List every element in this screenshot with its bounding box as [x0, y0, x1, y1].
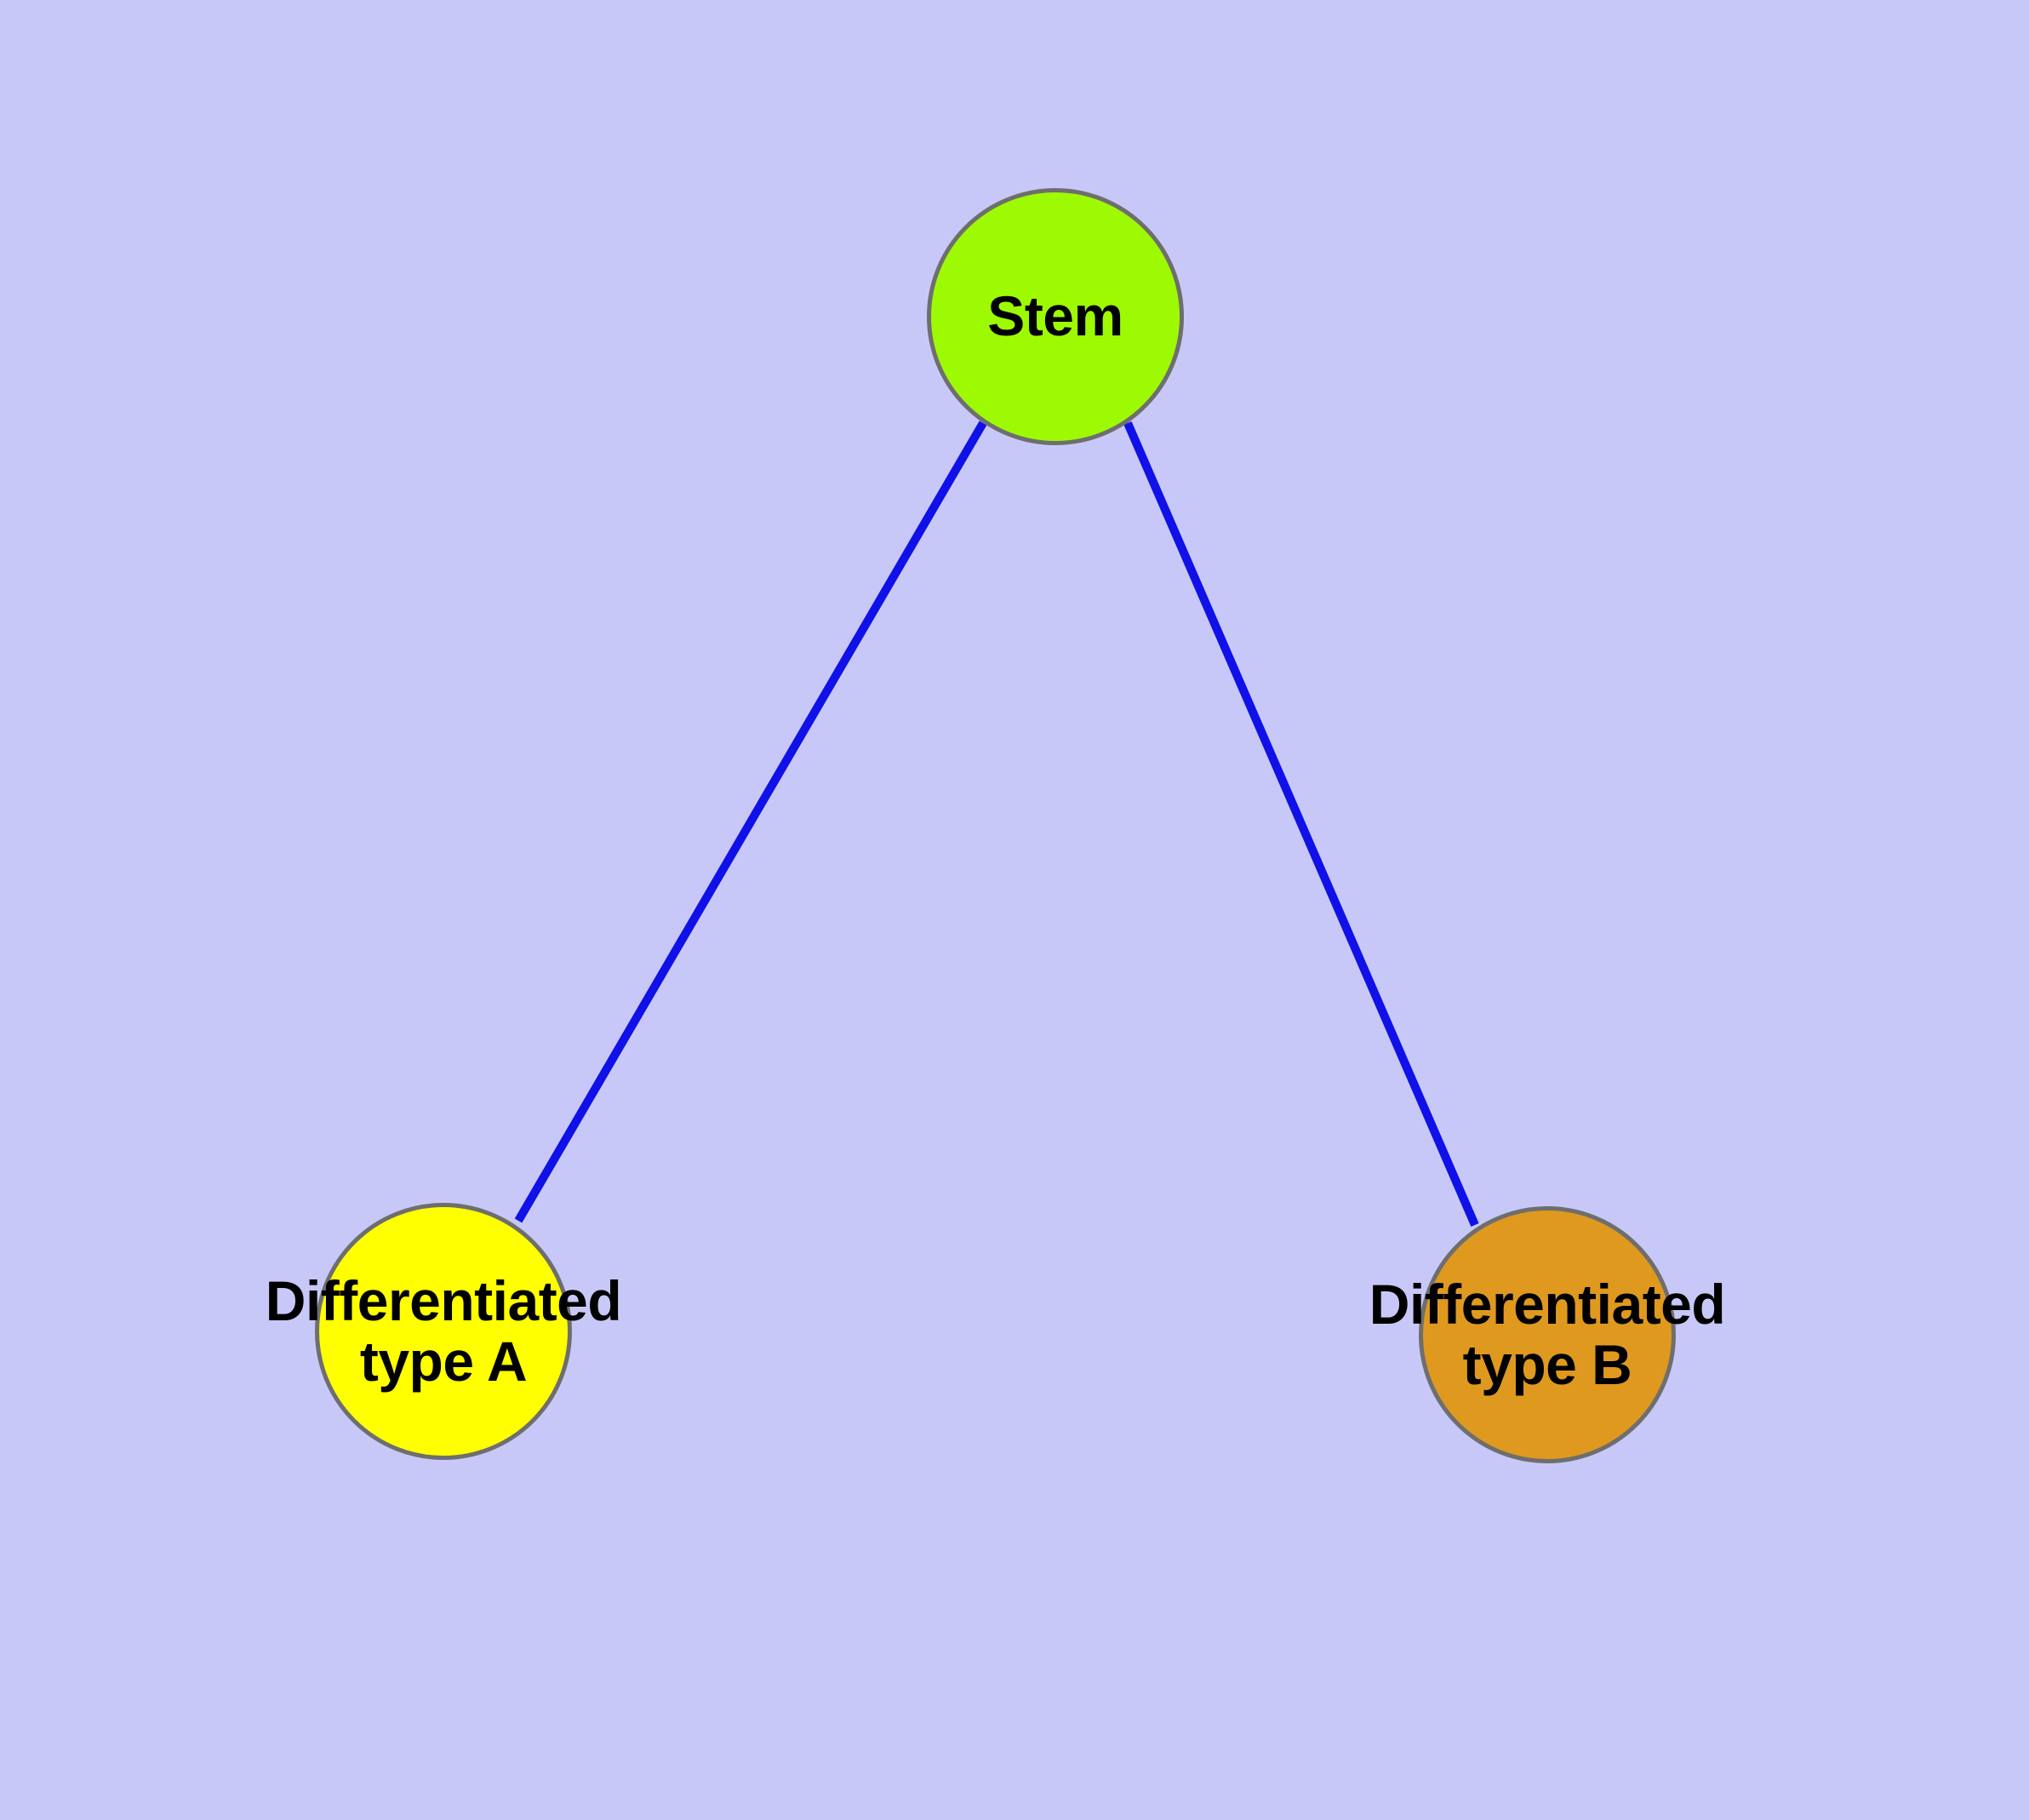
node-differentiated-type-b[interactable] [1419, 1206, 1676, 1463]
node-label-stem: Stem [987, 284, 1123, 348]
edge-stem-to-differentiated-type-a[interactable] [514, 421, 987, 1223]
edge-stem-to-differentiated-type-b[interactable] [1123, 421, 1479, 1227]
node-differentiated-type-a[interactable] [315, 1203, 572, 1460]
node-label-differentiated-type-b: Differentiated type B [1369, 1272, 1726, 1396]
node-label-differentiated-type-a: Differentiated type A [265, 1268, 622, 1393]
node-stem[interactable] [927, 188, 1184, 445]
